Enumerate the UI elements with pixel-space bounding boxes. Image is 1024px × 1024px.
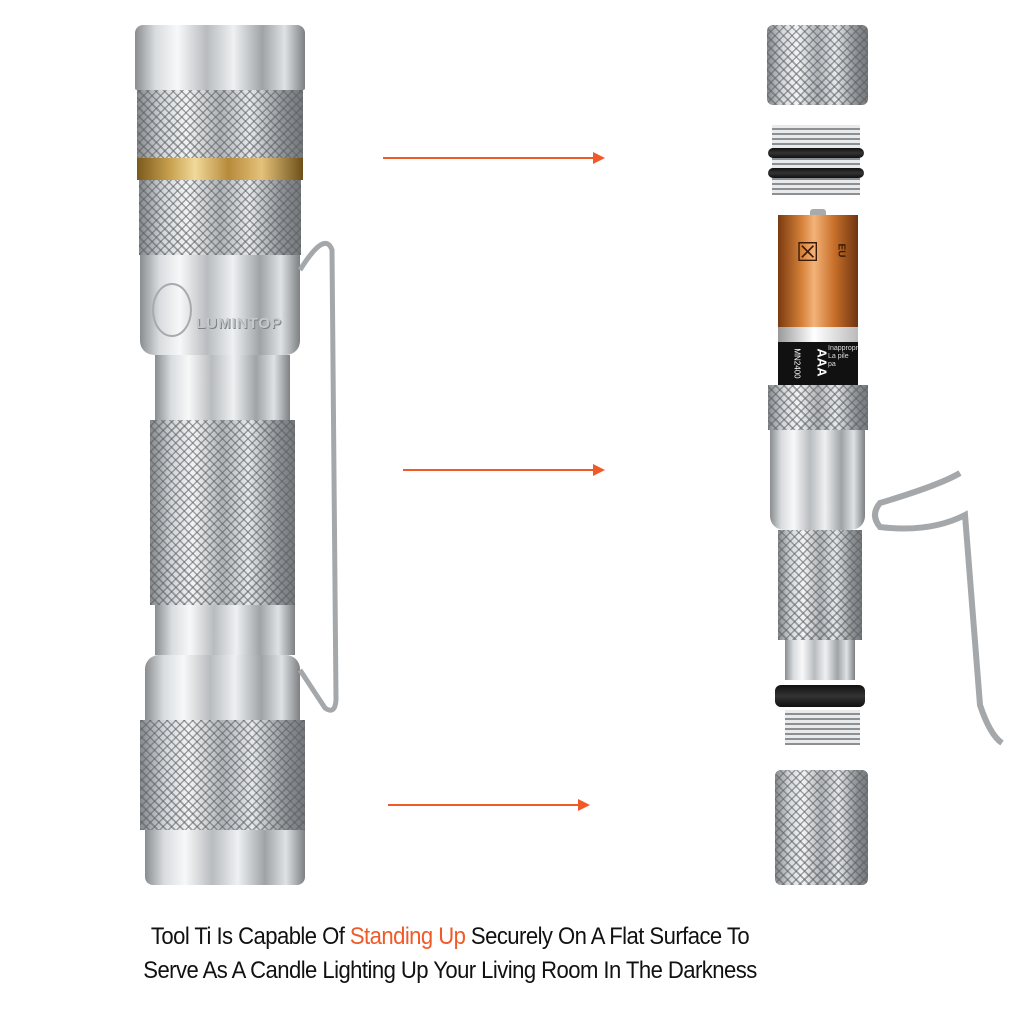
body-knurling-part xyxy=(778,530,862,640)
arrow-tail-parts xyxy=(388,799,590,811)
caption-highlight: Standing Up xyxy=(349,923,466,950)
head-cap-part xyxy=(767,25,868,105)
tail-knurling xyxy=(140,720,305,830)
exploded-flashlight: ☒ EU AAA MN2400 Inapproprié La pile pa xyxy=(740,0,1024,900)
caption-line-2: Serve As A Candle Lighting Up Your Livin… xyxy=(143,957,757,984)
tail-cap-part xyxy=(775,770,868,885)
clip-band xyxy=(155,605,295,655)
tail-cap xyxy=(145,830,305,885)
neck xyxy=(155,355,290,420)
caption-text: Securely On A Flat Surface To xyxy=(465,923,750,950)
recycle-bin-crossed-icon: ☒ xyxy=(796,237,820,267)
pocket-clip xyxy=(297,240,339,713)
brass-coupler xyxy=(772,125,860,195)
tail-oring xyxy=(775,685,865,707)
brass-ring xyxy=(137,158,303,180)
tail-neck xyxy=(145,655,300,720)
upper-knurling xyxy=(139,180,301,255)
battery-region: EU xyxy=(835,243,847,258)
arrow-head-parts xyxy=(383,152,605,164)
arrow-body-parts xyxy=(403,464,605,476)
head-knurling xyxy=(137,90,303,158)
caption-text: Tool Ti Is Capable Of xyxy=(150,923,350,950)
body-neck-part xyxy=(785,640,855,680)
coupler-oring-2 xyxy=(768,168,864,178)
battery-fine-print: Inapproprié La pile pa xyxy=(828,345,858,368)
tail-threads xyxy=(785,710,860,745)
caption-line-1: Tool Ti Is Capable Of Standing Up Secure… xyxy=(36,923,864,951)
body-head-knurling xyxy=(768,385,868,430)
logo-band: LUMINTOP xyxy=(140,255,300,355)
logo-emblem-icon xyxy=(152,283,192,337)
battery-model: MN2400 xyxy=(792,348,802,379)
head-cap xyxy=(135,25,305,90)
aaa-battery: ☒ EU AAA MN2400 Inapproprié La pile pa xyxy=(778,209,858,385)
body-knurling xyxy=(150,420,295,605)
coupler-oring xyxy=(768,148,864,158)
body-logo-band xyxy=(770,430,865,530)
brand-logo: LUMINTOP xyxy=(196,315,283,332)
assembled-flashlight: LUMINTOP xyxy=(0,0,360,900)
detached-pocket-clip xyxy=(872,470,1004,746)
